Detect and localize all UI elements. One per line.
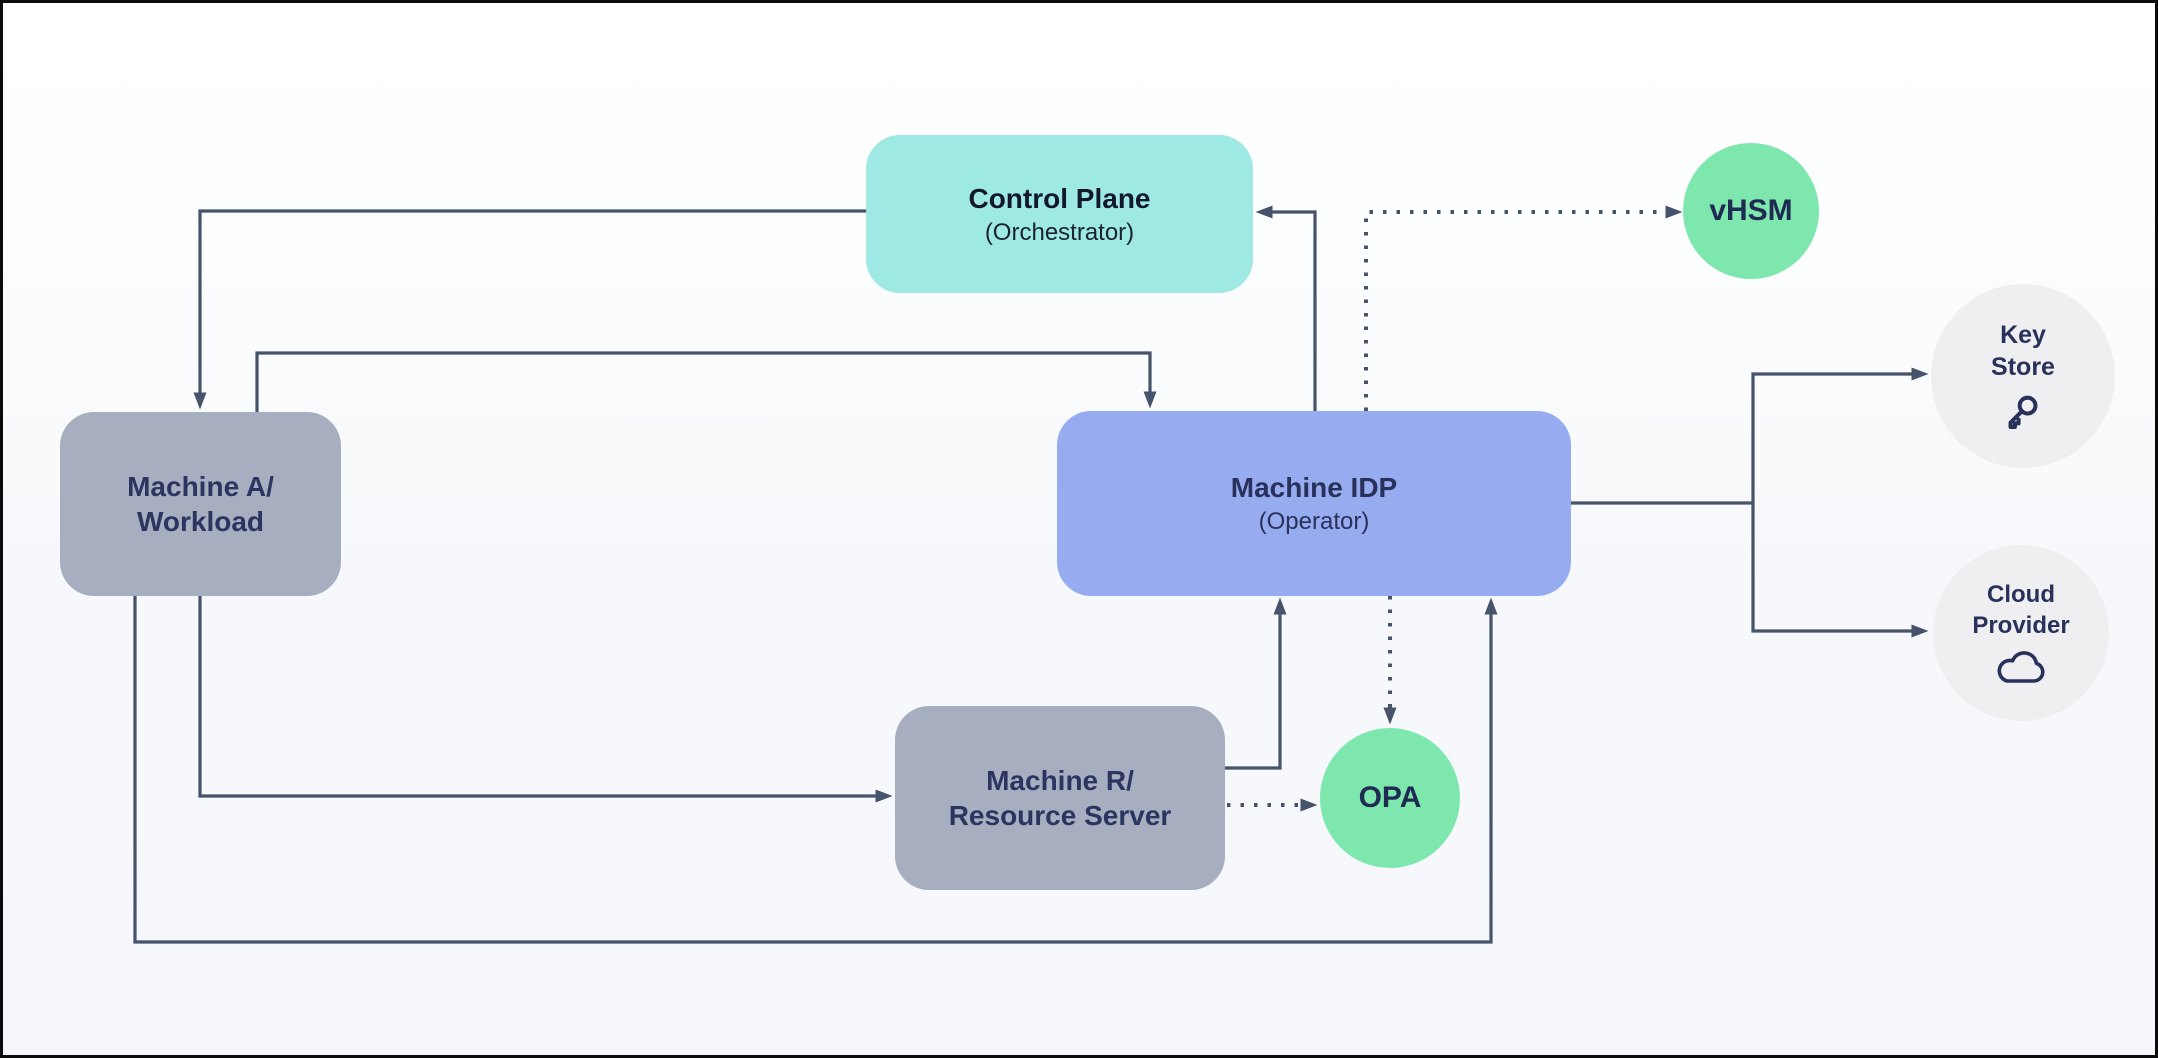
edge-controlplane-to-machinea: [193, 209, 866, 410]
node-machine-r-resource-server: Machine R/ Resource Server: [895, 706, 1225, 890]
edge-idp-to-cloudprovider: [1751, 501, 1929, 638]
edge-idp-to-controlplane: [1255, 205, 1317, 411]
cloud-provider-line1: Cloud: [1987, 580, 2055, 608]
cloud-provider-line2: Provider: [1972, 612, 2070, 639]
opa-label: OPA: [1358, 781, 1422, 814]
key-store-line2: Store: [1991, 353, 2055, 381]
edge-machiner-to-idp: [1225, 597, 1287, 770]
machine-a-line1: Machine A/: [127, 471, 274, 502]
edge-machinea-to-idp-top: [255, 351, 1157, 412]
node-machine-idp: Machine IDP (Operator): [1057, 411, 1571, 596]
node-cloud-provider: Cloud Provider: [1933, 545, 2109, 721]
control-plane-subtitle: (Orchestrator): [984, 218, 1135, 246]
machine-a-line2: Workload: [136, 506, 265, 537]
node-control-plane: Control Plane (Orchestrator): [866, 135, 1253, 293]
edge-idp-to-keystore: [1751, 367, 1929, 505]
edge-idp-to-vhsm: [1364, 205, 1683, 411]
machine-idp-title: Machine IDP: [1230, 472, 1398, 503]
machine-r-line2: Resource Server: [948, 800, 1172, 831]
cloud-icon: [1997, 651, 2045, 683]
edge-machinea-to-idp-bottom: [133, 596, 1498, 944]
control-plane-title: Control Plane: [968, 182, 1151, 214]
node-key-store: Key Store: [1931, 284, 2115, 468]
node-vhsm: vHSM: [1683, 143, 1819, 279]
vhsm-label: vHSM: [1709, 194, 1793, 227]
connector-layer: [133, 205, 1929, 944]
key-icon: [2008, 395, 2038, 429]
machine-r-line1: Machine R/: [986, 765, 1134, 796]
node-machine-a-workload: Machine A/ Workload: [60, 412, 341, 596]
key-store-line1: Key: [2000, 320, 2046, 349]
machine-idp-subtitle: (Operator): [1258, 508, 1370, 535]
edge-machinea-to-machiner: [198, 596, 893, 803]
node-opa: OPA: [1320, 728, 1460, 868]
